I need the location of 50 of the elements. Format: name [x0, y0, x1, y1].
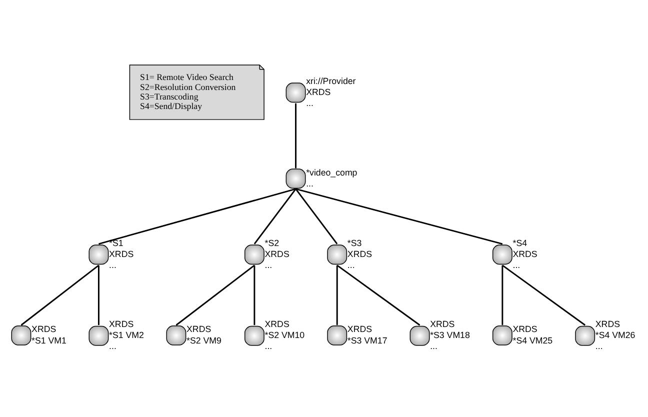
- node-label: *S3: [347, 238, 362, 248]
- node-label: *S4 VM25: [512, 335, 553, 346]
- node-label: *S1 VM2: [109, 330, 144, 340]
- node-label: ...: [264, 341, 272, 352]
- node-label: XRDS: [186, 324, 212, 334]
- node-label: *video_comp: [306, 167, 358, 178]
- node-label: XRDS: [347, 248, 372, 259]
- node-label: XRDS: [264, 248, 290, 259]
- node-label: ...: [595, 341, 603, 352]
- node-label: XRDS: [109, 248, 134, 259]
- connector: [295, 103, 296, 168]
- node-label: XRDS: [32, 324, 56, 334]
- connector: [98, 188, 296, 245]
- node-label: ...: [264, 260, 272, 270]
- connector: [502, 264, 586, 326]
- node-label: ...: [512, 260, 520, 270]
- connector: [254, 188, 296, 244]
- connector: [336, 265, 338, 326]
- node-label: *S2 VM10: [264, 330, 305, 340]
- node-label: ...: [347, 260, 355, 270]
- connector: [336, 264, 420, 326]
- node-label: *S4 VM26: [595, 330, 636, 340]
- node-label: *S4: [512, 238, 528, 248]
- node-label: *S1 VM1: [32, 335, 66, 346]
- node-label: *S2 VM9: [186, 335, 222, 346]
- node-label: *S3 VM18: [430, 330, 470, 340]
- node-label: XRDS: [512, 324, 538, 334]
- connector: [20, 264, 100, 326]
- node-label: *S2: [264, 238, 280, 248]
- connector: [295, 188, 338, 244]
- node-label: XRDS: [595, 319, 620, 330]
- node-label: XRDS: [264, 319, 290, 330]
- node-label: XRDS: [306, 86, 331, 97]
- node-label: XRDS: [109, 319, 134, 330]
- node-label: xri://Provider: [306, 76, 356, 86]
- connector: [502, 265, 504, 326]
- node-label: XRDS: [430, 319, 455, 330]
- node-label: *S1: [109, 238, 124, 248]
- connector: [98, 265, 100, 326]
- node-label: XRDS: [347, 324, 372, 334]
- node-label: ...: [109, 260, 116, 270]
- connector: [176, 264, 255, 326]
- connector: [296, 188, 503, 245]
- connector: [254, 265, 256, 326]
- node-label: ...: [306, 98, 314, 108]
- node-label: ...: [109, 341, 116, 352]
- node-label: *S3 VM17: [347, 335, 388, 346]
- node-label: ...: [430, 341, 438, 352]
- node-label: ...: [306, 178, 314, 188]
- node-label: XRDS: [512, 248, 538, 259]
